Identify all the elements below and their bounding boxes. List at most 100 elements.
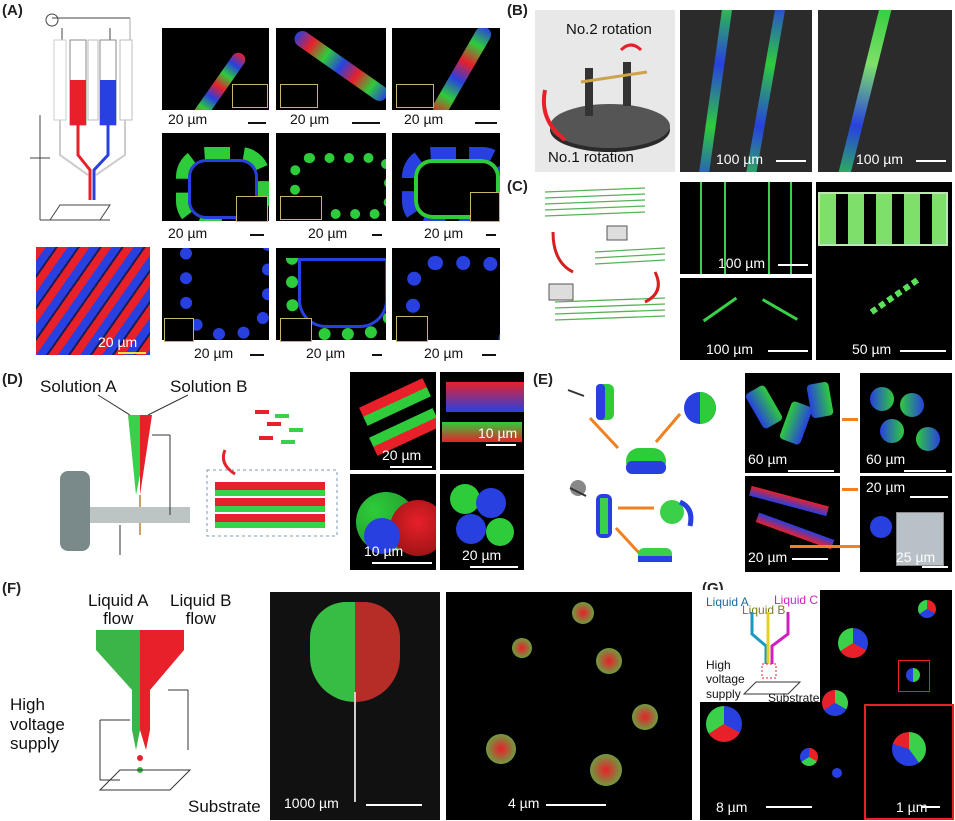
scalebar bbox=[546, 804, 606, 806]
arrow bbox=[842, 488, 858, 491]
scalebar bbox=[486, 234, 496, 236]
scalebar-label: 20 µm bbox=[866, 479, 906, 495]
scalebar-label: 60 µm bbox=[748, 451, 788, 467]
scalebar bbox=[916, 160, 946, 162]
rotation-2-label: No.2 rotation bbox=[566, 21, 652, 38]
janus-particle-image-1 bbox=[350, 474, 436, 570]
inset bbox=[280, 84, 318, 108]
panel-label-d: (D) bbox=[2, 371, 23, 388]
scalebar bbox=[910, 496, 948, 498]
arrow bbox=[790, 545, 896, 548]
cutting-process-schematic-icon bbox=[544, 187, 666, 321]
scalebar bbox=[922, 566, 948, 568]
twisted-fiber-image-2 bbox=[818, 10, 952, 172]
scalebar-label: 100 µm bbox=[706, 341, 753, 357]
inset bbox=[280, 318, 312, 342]
zoom-box bbox=[898, 660, 930, 692]
liquid-a-label: Liquid A bbox=[706, 595, 749, 609]
scalebar-label: 20 µm bbox=[404, 111, 444, 127]
scalebar bbox=[766, 806, 812, 808]
aligned-fibers-image bbox=[680, 182, 812, 274]
scalebar bbox=[922, 806, 940, 808]
scalebar bbox=[372, 562, 432, 564]
scalebar bbox=[768, 350, 808, 352]
janus-tubes-image bbox=[745, 476, 840, 572]
particle bbox=[706, 706, 742, 742]
scalebar-label: 1 µm bbox=[896, 799, 928, 815]
arrow bbox=[842, 418, 858, 421]
inset bbox=[236, 196, 268, 222]
janus-rods-image-2 bbox=[440, 372, 524, 470]
janus-rod-bundle-icon bbox=[206, 410, 338, 537]
scalebar bbox=[486, 444, 516, 446]
scalebar bbox=[900, 350, 946, 352]
scalebar-label: 10 µm bbox=[364, 543, 404, 559]
scalebar-label: 20 µm bbox=[306, 345, 346, 361]
scalebar-label: 100 µm bbox=[716, 151, 763, 167]
janus-half-shell-image bbox=[860, 476, 952, 572]
substrate-label: Substrate bbox=[768, 691, 820, 705]
inset bbox=[280, 196, 322, 220]
syringe-schematic-icon bbox=[30, 13, 133, 221]
scalebar bbox=[470, 566, 518, 568]
panel-label-f: (F) bbox=[2, 580, 22, 597]
rotation-1-label: No.1 rotation bbox=[548, 149, 634, 166]
scalebar bbox=[250, 234, 264, 236]
scalebar bbox=[366, 804, 422, 806]
scalebar bbox=[390, 466, 432, 468]
scalebar-label: 60 µm bbox=[866, 451, 906, 467]
particle bbox=[906, 668, 920, 682]
scalebar bbox=[792, 558, 828, 560]
scalebar bbox=[372, 234, 382, 236]
liquid-c-label: Liquid C bbox=[774, 593, 819, 607]
scalebar-label: 20 µm bbox=[308, 225, 348, 241]
substrate-label: Substrate bbox=[188, 797, 261, 816]
particle bbox=[832, 768, 842, 778]
janus-cylinders-image bbox=[745, 373, 840, 473]
panel-label-a: (A) bbox=[2, 2, 23, 19]
panel-label-c: (C) bbox=[507, 178, 528, 195]
scalebar bbox=[352, 122, 380, 124]
scalebar-label: 20 µm bbox=[748, 549, 788, 565]
solution-b-label: Solution B bbox=[170, 377, 248, 396]
inset bbox=[396, 316, 428, 342]
scalebar bbox=[904, 470, 946, 472]
zoom-inset bbox=[864, 704, 954, 820]
scalebar-label: 20 µm bbox=[462, 547, 502, 563]
janus-microspheres-image bbox=[446, 592, 692, 820]
scalebar-label: 100 µm bbox=[718, 255, 765, 271]
cut-fibers-image bbox=[680, 278, 812, 360]
scalebar-label: 20 µm bbox=[98, 334, 138, 350]
scalebar bbox=[788, 470, 834, 472]
inset-schematic bbox=[700, 590, 820, 702]
scalebar bbox=[250, 354, 264, 356]
janus-rods-image-1 bbox=[350, 372, 436, 470]
scalebar bbox=[248, 122, 266, 124]
particle bbox=[800, 748, 818, 766]
janus-particle-image-2 bbox=[440, 474, 524, 570]
janus-needle-collector-icon bbox=[60, 394, 190, 555]
inset bbox=[470, 192, 500, 222]
scalebar bbox=[778, 264, 808, 266]
janus-spheres-image bbox=[860, 373, 952, 473]
scalebar-label: 8 µm bbox=[716, 799, 748, 815]
electrospray-schematic-icon bbox=[96, 630, 192, 791]
segmented-fiber-image bbox=[816, 182, 952, 360]
scalebar bbox=[372, 354, 382, 356]
scalebar-label: 20 µm bbox=[424, 345, 464, 361]
janus-cylinder-transformation-icon bbox=[567, 384, 716, 562]
particle bbox=[918, 600, 936, 618]
panel-label-b: (B) bbox=[507, 2, 528, 19]
panel-label-e: (E) bbox=[533, 371, 553, 388]
scalebar bbox=[482, 354, 496, 356]
scalebar-label: 20 µm bbox=[424, 225, 464, 241]
scalebar bbox=[118, 352, 146, 354]
scalebar-label: 4 µm bbox=[508, 795, 540, 811]
particle bbox=[838, 628, 868, 658]
scalebar-label: 20 µm bbox=[168, 111, 208, 127]
striped-pattern-image bbox=[36, 247, 150, 355]
scalebar bbox=[776, 160, 806, 162]
